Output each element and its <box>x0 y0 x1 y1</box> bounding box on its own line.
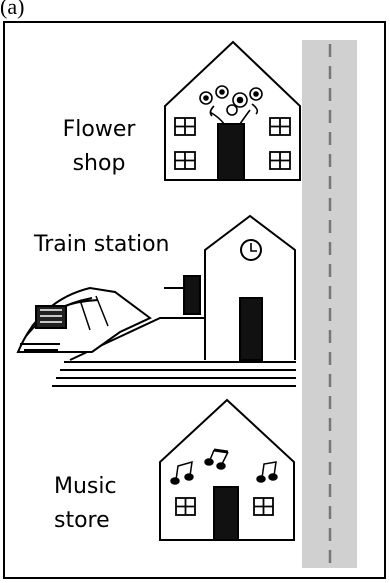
music-store-door <box>214 487 238 540</box>
music-store-label-line1: Music <box>54 470 144 504</box>
music-store-building <box>160 400 294 540</box>
flower-shop-label: Flower shop <box>55 113 143 181</box>
flower-shop-building <box>165 42 300 180</box>
flower-shop-label-line1: Flower <box>55 113 143 147</box>
music-store-label: Music store <box>54 470 144 538</box>
music-store-label-line2: store <box>54 504 144 538</box>
flower-shop-label-line2: shop <box>55 147 143 181</box>
station-signal-post <box>184 276 200 314</box>
platform-tracks <box>52 362 296 386</box>
flower-shop-door <box>218 124 244 180</box>
road <box>302 40 357 568</box>
station-door <box>240 298 262 360</box>
train-station-label: Train station <box>34 228 170 262</box>
